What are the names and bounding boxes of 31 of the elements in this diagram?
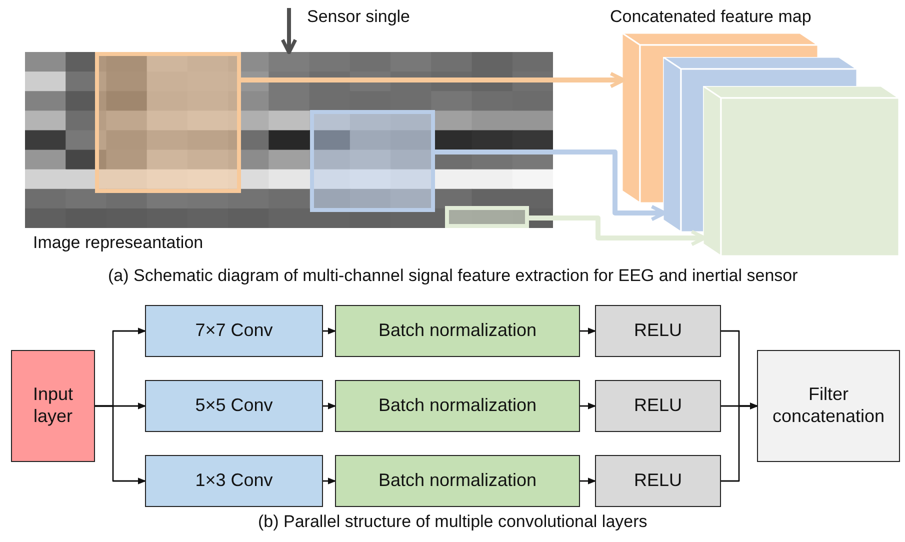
arrow <box>323 328 336 334</box>
arrow <box>323 402 336 410</box>
arrow <box>323 478 336 484</box>
text-label: Sensor single <box>307 7 410 27</box>
arrow <box>580 402 596 410</box>
image-caption: Image represeantation <box>33 233 204 253</box>
figure-caption: (a) Schematic diagram of multi-channel signal feature extraction for EEG and inertial sensor <box>108 266 798 286</box>
selection-window <box>95 52 241 193</box>
layer-box: RELU <box>595 455 721 507</box>
selection-window <box>445 206 529 228</box>
layer-box: 7×7 Conv <box>145 305 323 357</box>
arrow <box>721 402 758 482</box>
arrow <box>280 8 298 54</box>
layer-box: Batch normalization <box>335 455 580 507</box>
input-box: Input layer <box>11 350 95 462</box>
arrow <box>435 150 666 222</box>
figure-caption: (b) Parallel structure of multiple convolutional layers <box>258 512 648 532</box>
arrow <box>580 328 596 334</box>
layer-box: RELU <box>595 380 721 432</box>
arrow <box>95 405 146 484</box>
text-label: Concatenated feature map <box>610 7 812 27</box>
selection-window <box>310 110 435 212</box>
layer-box: 1×3 Conv <box>145 455 323 507</box>
arrow <box>580 478 596 484</box>
layer-box: RELU <box>595 305 721 357</box>
arrow <box>241 72 626 88</box>
layer-box: Batch normalization <box>335 305 580 357</box>
layer-box: 5×5 Conv <box>145 380 323 432</box>
layer-box: Batch normalization <box>335 380 580 432</box>
arrow <box>529 216 706 246</box>
output-box: Filter concatenation <box>757 350 900 462</box>
